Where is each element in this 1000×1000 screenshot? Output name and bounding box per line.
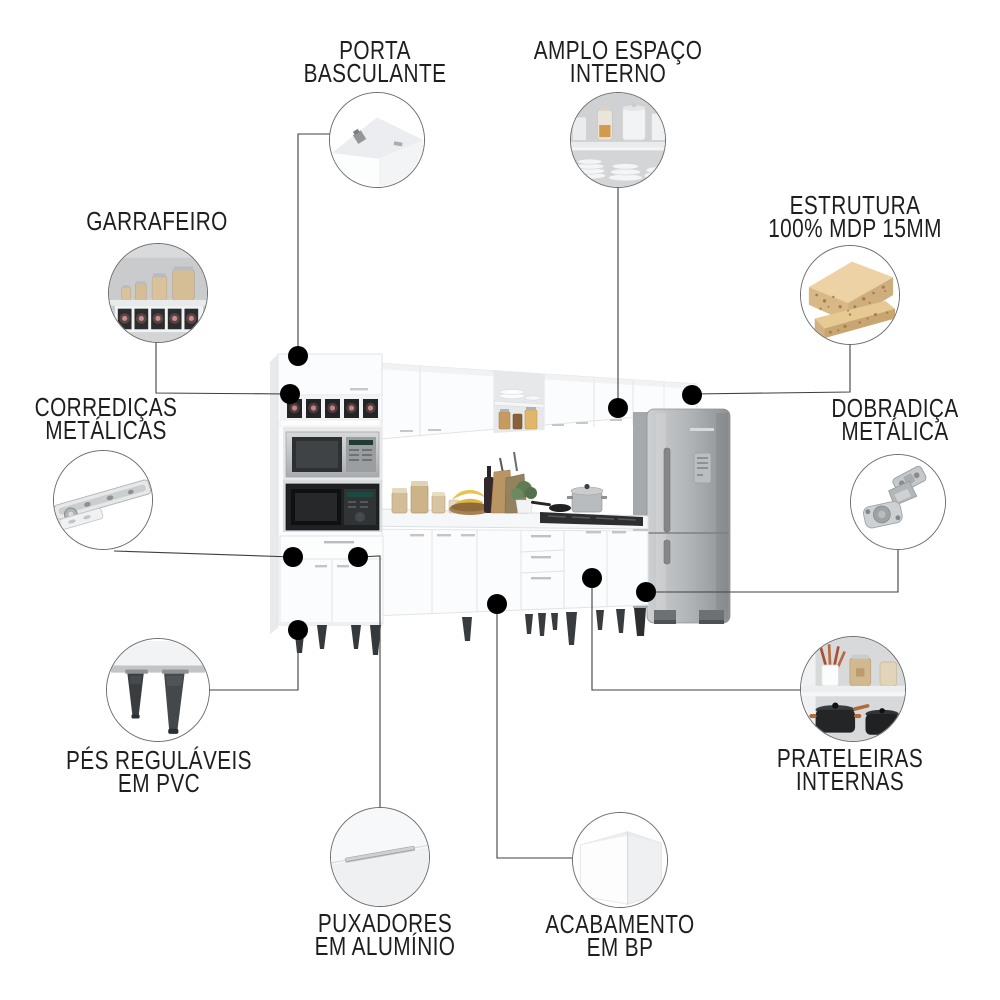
puxadores-photo xyxy=(330,807,430,907)
flip-door-handle xyxy=(350,388,368,391)
marker-acabamento xyxy=(487,594,507,614)
particle-speckles xyxy=(815,285,889,334)
fridge-handle xyxy=(663,447,671,533)
base-legs xyxy=(462,608,646,645)
connector-garrafeiro xyxy=(155,342,291,395)
marker-pes xyxy=(288,620,308,640)
marker-dots xyxy=(280,346,702,640)
marker-corredicas xyxy=(283,547,303,567)
connector-pes xyxy=(209,630,299,691)
upper-wall-cabinets xyxy=(344,360,698,443)
pes-photo xyxy=(106,638,210,742)
label-garrafeiro: GARRAFEIRO xyxy=(86,206,228,236)
label-porta-basculante: PORTA BASCULANTE xyxy=(303,35,447,88)
marker-dobradica xyxy=(636,582,656,602)
glass-canisters xyxy=(391,481,460,514)
utensil-cup xyxy=(819,644,846,687)
pvc-feet xyxy=(127,673,185,734)
banana-basket xyxy=(449,490,491,515)
porta-basculante-photo xyxy=(329,92,425,188)
connector-porta-basculante xyxy=(297,133,333,356)
marker-prateleiras xyxy=(582,568,602,588)
acabamento-photo xyxy=(572,812,668,908)
label-corredicas: CORREDIÇAS METÁLICAS xyxy=(34,392,178,445)
label-dobradica: DOBRADIÇA METÁLICA xyxy=(831,393,959,446)
drawer-stack xyxy=(520,535,565,580)
base-door-handles xyxy=(410,531,626,537)
cooktop xyxy=(540,512,643,526)
connector-prateleiras xyxy=(591,578,801,691)
dobradica-photo xyxy=(850,454,946,550)
frying-pan xyxy=(531,500,571,512)
label-prateleiras: PRATELEIRAS INTERNAS xyxy=(776,743,924,796)
drawer-slide-icon xyxy=(54,479,152,530)
hinge-icon xyxy=(862,465,927,529)
connector-estrutura xyxy=(691,344,851,395)
kitchen-illustration xyxy=(270,353,731,655)
label-pes: PÉS REGULÁVEIS EM PVC xyxy=(66,745,252,798)
marker-garrafeiro xyxy=(280,384,300,404)
marker-estrutura xyxy=(682,385,702,405)
marker-puxadores xyxy=(348,547,368,567)
corredicas-photo xyxy=(53,450,153,550)
open-shelf-niche xyxy=(493,370,545,433)
tall-cabinet xyxy=(270,353,384,655)
aluminium-handle-icon xyxy=(344,845,416,863)
wine-cubbies xyxy=(117,308,199,330)
fridge-brand-mark xyxy=(690,428,714,431)
microwave-silver xyxy=(283,427,382,480)
connector-corredicas xyxy=(113,550,294,558)
canisters xyxy=(121,266,195,301)
countertop-items xyxy=(391,451,643,526)
estrutura-photo xyxy=(800,245,900,345)
label-acabamento: ACABAMENTO EM BP xyxy=(545,909,695,962)
flip-hinge-icon xyxy=(352,128,367,145)
microwave-black xyxy=(283,480,382,532)
cooking-pot xyxy=(567,483,607,513)
prateleiras-photo xyxy=(800,636,906,742)
connector-lines xyxy=(113,133,899,859)
marker-amplo-espaco xyxy=(608,398,628,418)
wine-rack xyxy=(279,396,381,427)
label-amplo-espaco: AMPLO ESPAÇO INTERNO xyxy=(533,35,703,88)
marker-porta-basculante xyxy=(288,346,308,366)
garrafeiro-photo xyxy=(108,243,208,343)
label-estrutura: ESTRUTURA 100% MDP 15MM xyxy=(768,190,942,243)
amplo-espaco-photo xyxy=(570,92,666,188)
base-cabinets xyxy=(343,507,649,645)
potted-plant xyxy=(511,481,537,514)
label-puxadores: PUXADORES EM ALUMÍNIO xyxy=(314,908,456,961)
connector-dobradica xyxy=(646,549,899,593)
connector-acabamento xyxy=(496,605,573,859)
